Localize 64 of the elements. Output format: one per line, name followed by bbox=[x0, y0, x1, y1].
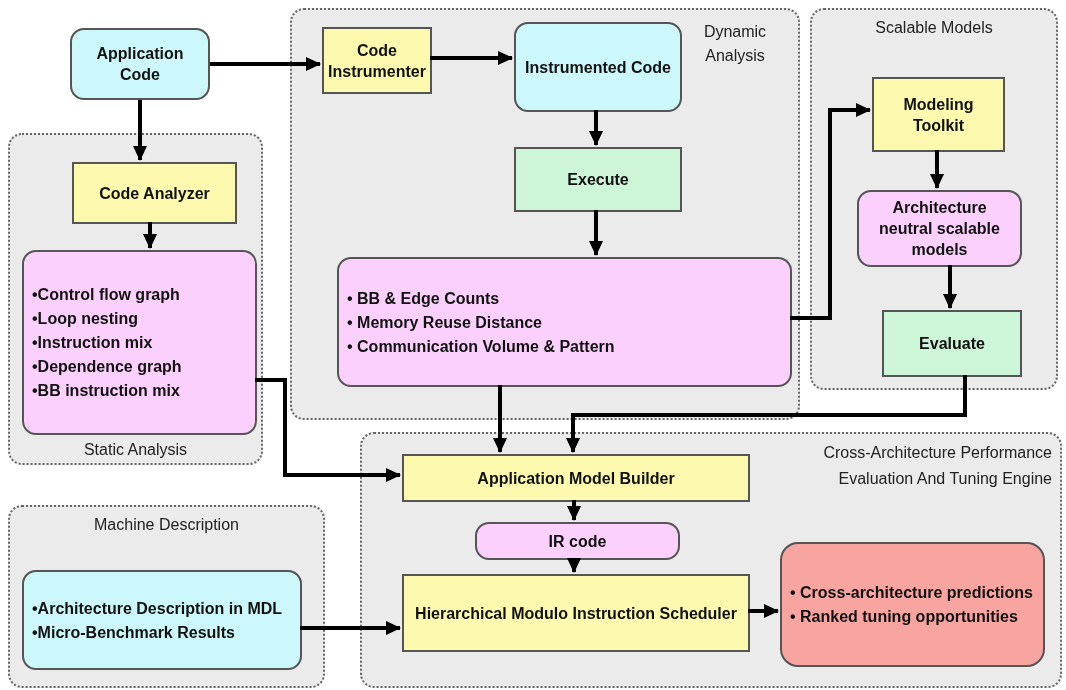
arrow bbox=[943, 265, 957, 309]
process-box bbox=[514, 147, 682, 212]
list-item: •Instruction mix bbox=[32, 333, 153, 353]
list-item: • Communication Volume & Pattern bbox=[347, 336, 615, 357]
node-label: Execute bbox=[567, 170, 629, 190]
group-panel bbox=[360, 432, 1062, 688]
node-label: Architecture neutral scalable models bbox=[878, 198, 1001, 260]
node-label: Modeling Toolkit bbox=[902, 94, 975, 136]
list-item: • Cross-architecture predictions bbox=[790, 583, 1033, 603]
list-item: •BB instruction mix bbox=[32, 381, 180, 401]
list-item: •Micro-Benchmark Results bbox=[32, 622, 235, 643]
group-panel bbox=[8, 505, 325, 688]
arrow bbox=[430, 51, 513, 65]
process-box bbox=[72, 162, 237, 224]
output-box bbox=[780, 542, 1045, 667]
node-label: Application Code bbox=[95, 44, 185, 85]
arrow bbox=[567, 558, 581, 573]
arrow bbox=[255, 378, 401, 482]
group-title: Machine Description bbox=[93, 515, 240, 535]
node-label: IR code bbox=[548, 531, 607, 552]
list-item: •Loop nesting bbox=[32, 309, 139, 329]
node-label: Hierarchical Modulo Instruction Scheduler bbox=[415, 603, 737, 624]
group-panel bbox=[8, 133, 263, 465]
arrow bbox=[300, 621, 401, 635]
process-box bbox=[322, 27, 432, 94]
process-box bbox=[402, 454, 750, 502]
group-title: Static Analysis bbox=[82, 440, 189, 460]
node-label: Application Model Builder bbox=[477, 468, 675, 489]
process-box bbox=[402, 574, 750, 652]
arrow bbox=[790, 103, 871, 320]
input-box bbox=[70, 28, 210, 100]
list-item: •Architecture Description in MDL bbox=[32, 598, 283, 619]
data-box bbox=[857, 190, 1022, 267]
arrow bbox=[589, 210, 603, 256]
group-panel bbox=[290, 8, 800, 420]
group-title: Scalable Models bbox=[874, 18, 994, 38]
arrow bbox=[567, 500, 581, 521]
data-box bbox=[22, 250, 257, 435]
process-box bbox=[872, 77, 1005, 152]
group-title: Cross-Architecture Performance Evaluation And Tuning Engine bbox=[822, 443, 1052, 489]
arrow bbox=[748, 604, 779, 618]
list-item: • BB & Edge Counts bbox=[347, 288, 500, 309]
input-box bbox=[514, 22, 682, 112]
process-box bbox=[882, 310, 1022, 377]
arrow bbox=[493, 385, 507, 453]
group-panel bbox=[810, 8, 1058, 390]
arrow bbox=[133, 100, 147, 161]
data-box bbox=[475, 522, 680, 560]
arrow bbox=[210, 57, 321, 71]
node-label: Evaluate bbox=[919, 334, 985, 354]
list-item: •Dependence graph bbox=[32, 357, 182, 377]
node-label: Instrumented Code bbox=[525, 57, 671, 78]
list-item: • Memory Reuse Distance bbox=[347, 312, 542, 333]
input-box bbox=[22, 570, 302, 670]
list-item: •Control flow graph bbox=[32, 285, 180, 305]
arrow bbox=[566, 375, 967, 453]
group-title: Dynamic Analysis bbox=[702, 22, 768, 66]
node-label: Code Analyzer bbox=[99, 183, 210, 204]
arrow bbox=[930, 150, 944, 189]
node-label: Code Instrumenter bbox=[328, 40, 426, 82]
data-box bbox=[337, 257, 792, 387]
arrow bbox=[589, 110, 603, 146]
arrow bbox=[143, 222, 157, 249]
list-item: • Ranked tuning opportunities bbox=[790, 607, 1018, 627]
